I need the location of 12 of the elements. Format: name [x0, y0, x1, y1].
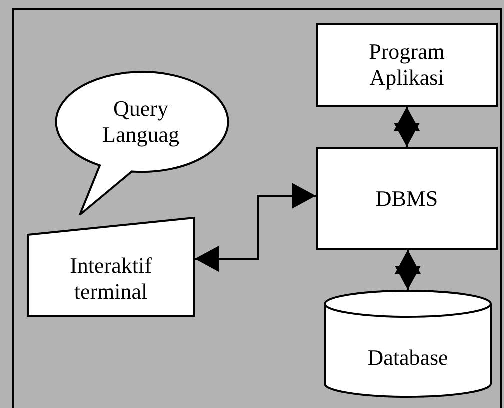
- arrow: [395, 250, 421, 290]
- node-label: Program Aplikasi: [368, 39, 446, 91]
- manual-input-shape: [27, 217, 195, 317]
- database-cylinder: [324, 290, 492, 398]
- arrow: [195, 183, 316, 272]
- process-box: [316, 23, 498, 107]
- node-label: Database: [368, 345, 448, 371]
- node-label: Query Languag: [102, 96, 180, 148]
- process-box: [316, 147, 498, 250]
- node-label: DBMS: [376, 186, 438, 212]
- arrow: [394, 107, 420, 147]
- node-label: Interaktif terminal: [69, 253, 153, 305]
